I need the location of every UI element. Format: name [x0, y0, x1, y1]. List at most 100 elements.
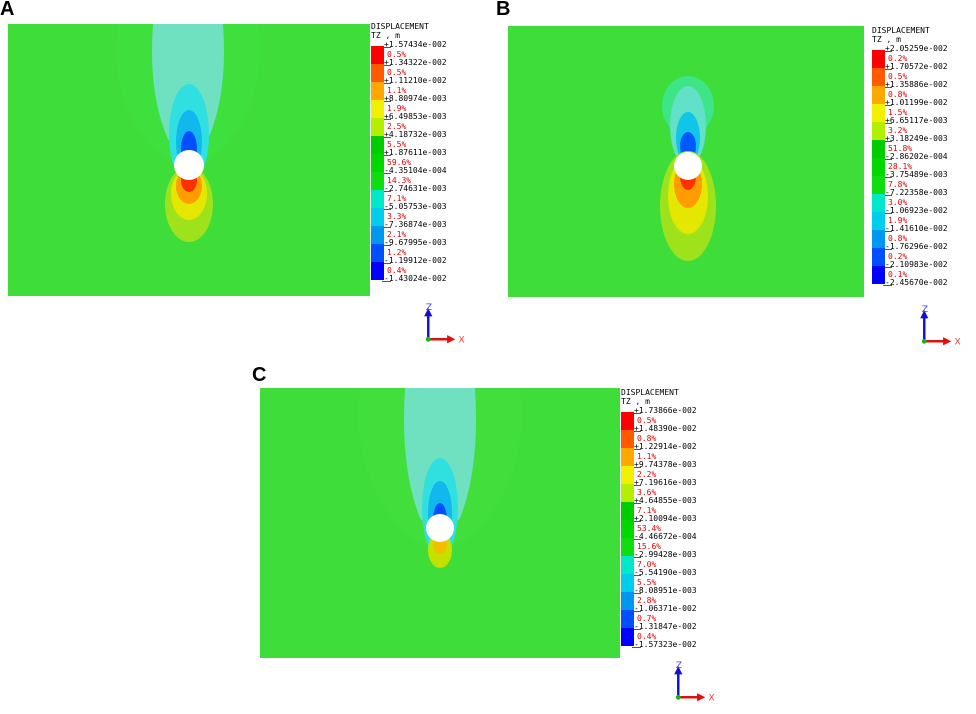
- legend-value: +1.87611e-003: [382, 148, 447, 157]
- legend-percent: 0.2%: [888, 252, 908, 261]
- panel-label-b: B: [496, 0, 511, 20]
- legend-percent: 1.9%: [387, 104, 407, 113]
- legend-percent: 5.5%: [637, 578, 657, 587]
- legend-color-band: [371, 154, 384, 172]
- legend-color-band: [371, 136, 384, 154]
- legend-value: -4.46672e-004: [632, 532, 697, 541]
- legend-value: -1.41610e-002: [883, 224, 948, 233]
- legend-percent: 1.1%: [387, 86, 407, 95]
- legend-color-band: [371, 226, 384, 244]
- legend-percent: 53.4%: [637, 524, 662, 533]
- legend-percent: 0.5%: [637, 416, 657, 425]
- legend-value: +7.19616e-003: [632, 478, 697, 487]
- axis-x-label-a: X: [459, 336, 465, 345]
- legend-color-band: [621, 538, 634, 556]
- legend-value: +4.64855e-003: [632, 496, 697, 505]
- legend-color-band: [371, 172, 384, 190]
- legend-percent: 3.6%: [637, 488, 657, 497]
- legend-color-band: [371, 190, 384, 208]
- legend-percent: 0.8%: [888, 234, 908, 243]
- axis-triad-a: Z X: [424, 303, 465, 345]
- legend-value: +4.18732e-003: [382, 130, 447, 139]
- legend-percent: 0.8%: [637, 434, 657, 443]
- legend-color-band: [621, 430, 634, 448]
- legend-color-band: [872, 104, 885, 122]
- legend-percent: 2.1%: [387, 230, 407, 239]
- legend-percent: 0.8%: [888, 90, 908, 99]
- axis-z-label-a: Z: [426, 303, 432, 313]
- legend-value: -5.54190e-003: [632, 568, 697, 577]
- legend-value: -1.31847e-002: [632, 622, 697, 631]
- legend-color-band: [621, 484, 634, 502]
- legend-percent: 0.4%: [637, 632, 657, 641]
- legend-color-band: [371, 118, 384, 136]
- legend-value: -2.45670e-002: [883, 278, 948, 287]
- legend-percent: 2.8%: [637, 596, 657, 605]
- legend-percent: 51.8%: [888, 144, 913, 153]
- legend-value: -1.57323e-002: [632, 640, 697, 649]
- legend-color-band: [371, 82, 384, 100]
- legend-value: +1.57434e-002: [382, 40, 447, 49]
- legend-value: -9.67995e-003: [382, 238, 447, 247]
- legend-percent: 5.5%: [387, 140, 407, 149]
- legend-value: -3.75489e-003: [883, 170, 948, 179]
- legend-value: +2.05259e-002: [883, 44, 948, 53]
- legend-value: -7.22358e-003: [883, 188, 948, 197]
- legend-percent: 2.2%: [637, 470, 657, 479]
- legend-value: +3.18249e-003: [883, 134, 948, 143]
- legend-percent: 2.5%: [387, 122, 407, 131]
- legend-value: -2.99428e-003: [632, 550, 697, 559]
- legend-value: +6.65117e-003: [883, 116, 948, 125]
- axis-x-label-c: X: [709, 694, 715, 703]
- legend-value: -1.76296e-002: [883, 242, 948, 251]
- legend-value: +1.48390e-002: [632, 424, 697, 433]
- legend-color-band: [872, 158, 885, 176]
- legend-color-band: [371, 244, 384, 262]
- legend-percent: 1.1%: [637, 452, 657, 461]
- legend-value: -1.06371e-002: [632, 604, 697, 613]
- legend-value: +1.11210e-002: [382, 76, 447, 85]
- legend-percent: 0.7%: [637, 614, 657, 623]
- axis-x-label-b: X: [955, 338, 961, 347]
- legend-percent: 1.9%: [888, 216, 908, 225]
- legend-color-band: [872, 212, 885, 230]
- legend-body-a: +1.57434e-002+1.34322e-002+1.11210e-002+…: [371, 40, 481, 288]
- legend-value: -8.08951e-003: [632, 586, 697, 595]
- legend-body-b: +2.05259e-002+1.70572e-002+1.35886e-002+…: [872, 44, 976, 292]
- legend-color-band: [621, 556, 634, 574]
- legend-percent: 7.0%: [637, 560, 657, 569]
- legend-percent: 0.5%: [387, 50, 407, 59]
- legend-percent: 0.5%: [387, 68, 407, 77]
- legend-color-band: [621, 610, 634, 628]
- legend-percent: 15.6%: [637, 542, 662, 551]
- legend-percent: 1.5%: [888, 108, 908, 117]
- legend-percent: 28.1%: [888, 162, 913, 171]
- legend-percent: 0.4%: [387, 266, 407, 275]
- legend-body-c: +1.73866e-002+1.48390e-002+1.22914e-002+…: [621, 406, 731, 654]
- legend-color-band: [621, 466, 634, 484]
- legend-value: -1.19912e-002: [382, 256, 447, 265]
- contour-plot-c: [260, 388, 620, 658]
- legend-percent: 59.6%: [387, 158, 412, 167]
- legend-color-band: [371, 64, 384, 82]
- contour-plot-b: [508, 26, 864, 297]
- legend-value: -5.05753e-003: [382, 202, 447, 211]
- legend-color-band: [872, 176, 885, 194]
- legend-color-band: [872, 86, 885, 104]
- legend-value: -2.74631e-003: [382, 184, 447, 193]
- legend-color-band: [872, 194, 885, 212]
- legend-color-band: [621, 502, 634, 520]
- contour-plot-a: [8, 24, 370, 296]
- legend-color-band: [872, 248, 885, 266]
- legend-percent: 7.1%: [637, 506, 657, 515]
- legend-value: -1.43024e-002: [382, 274, 447, 283]
- legend-color-band: [371, 208, 384, 226]
- legend-percent: 1.2%: [387, 248, 407, 257]
- panel-label-a: A: [0, 0, 15, 20]
